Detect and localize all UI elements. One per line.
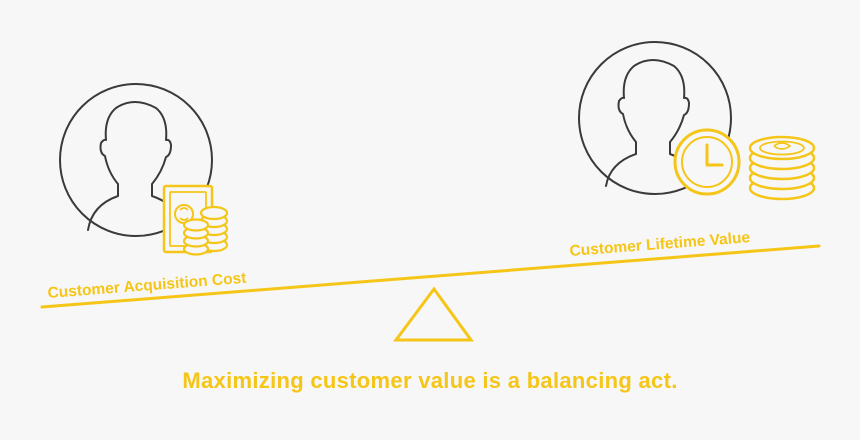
caption-text: Maximizing customer value is a balancing… <box>182 368 678 393</box>
customer-lifetime-value-label: Customer Lifetime Value <box>569 229 751 260</box>
person-silhouette-icon <box>87 101 173 231</box>
cash-and-coins-icon <box>162 184 229 256</box>
right-avatar-ring <box>578 41 732 195</box>
triangle-fulcrum-icon <box>393 286 474 342</box>
right-person-avatar <box>578 41 732 195</box>
customer-acquisition-cost-label: Customer Acquisition Cost <box>47 270 247 302</box>
seesaw-beam <box>40 244 821 309</box>
coin-stack-icon <box>748 135 816 201</box>
left-person-avatar <box>59 83 213 237</box>
left-avatar-ring <box>59 83 213 237</box>
person-silhouette-icon <box>605 59 693 187</box>
clock-icon <box>673 128 741 196</box>
